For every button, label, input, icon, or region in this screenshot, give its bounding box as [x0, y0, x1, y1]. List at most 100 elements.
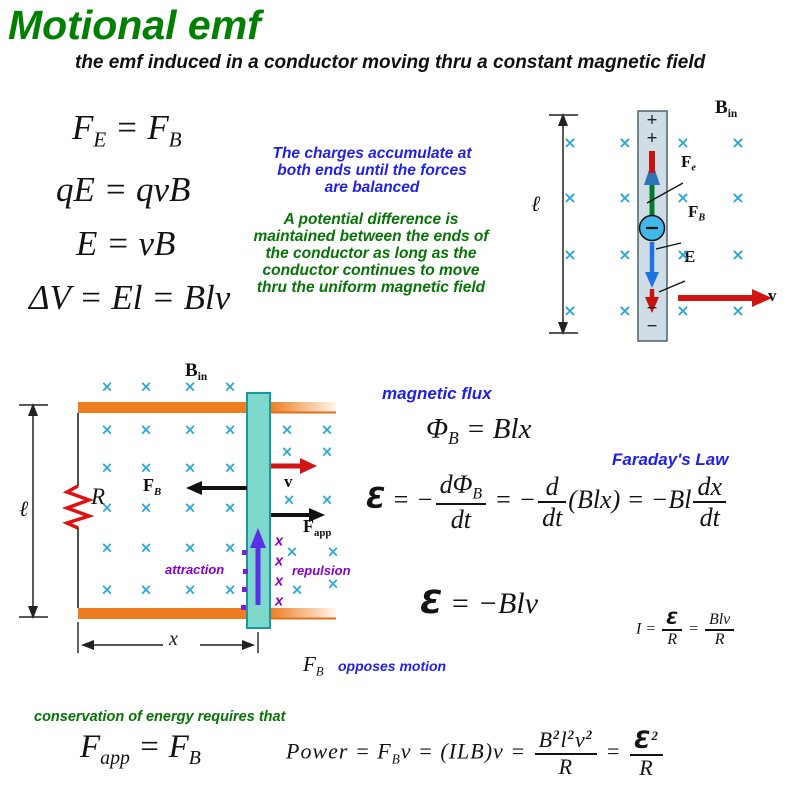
b-field-marker: × — [320, 420, 334, 439]
attraction-charge-dot — [242, 550, 247, 555]
label-resistance: R — [91, 484, 106, 509]
b-field-marker: × — [183, 580, 197, 599]
label-velocity: v — [768, 286, 777, 305]
e-field-arrowhead — [645, 297, 659, 313]
repulsion-charge-marker: x — [274, 572, 284, 590]
b-field-marker: × — [676, 133, 690, 152]
label-pointer-lines — [646, 182, 686, 293]
label-force-magnetic: FB — [143, 475, 162, 498]
plus-sign: + — [646, 128, 658, 149]
b-field-marker: × — [223, 377, 237, 396]
b-field-marker: × — [731, 301, 745, 320]
label-b-in: Bin — [715, 97, 738, 120]
b-field-marker: × — [139, 377, 153, 396]
diagram-rail-circuit: Bin R ℓ FB v Fapp attraction repulsion x… — [15, 360, 450, 695]
attraction-charge-dot — [242, 587, 247, 592]
label-attraction: attraction — [165, 562, 225, 577]
label-force-magnetic: FB — [688, 202, 706, 224]
repulsion-charge-marker: x — [274, 592, 284, 610]
minus-sign: − — [646, 316, 658, 337]
b-field-marker: × — [183, 538, 197, 557]
b-field-marker: × — [326, 542, 340, 561]
repulsion-charge-marker: x — [274, 552, 284, 570]
repulsion-charge-marker: x — [274, 532, 284, 550]
b-field-marker: × — [290, 580, 304, 599]
b-field-marker: × — [618, 188, 632, 207]
equation-fapp-fb: Fapp = FB — [80, 729, 201, 769]
b-field-marker: × — [100, 377, 114, 396]
b-field-marker: × — [100, 458, 114, 477]
b-field-marker: × — [223, 498, 237, 517]
b-field-marker: × — [563, 301, 577, 320]
faradays-law-label: Faraday's Law — [612, 450, 729, 469]
b-field-marker: × — [731, 188, 745, 207]
b-field-marker: × — [223, 420, 237, 439]
b-field-marker: × — [676, 188, 690, 207]
b-field-marker: × — [563, 245, 577, 264]
label-force-electric: Fe — [681, 152, 696, 174]
b-field-marker: × — [100, 498, 114, 517]
b-field-marker: × — [139, 538, 153, 557]
x-dimension — [77, 622, 259, 653]
dim-arrowhead-up — [558, 113, 568, 126]
magnetic-flux-label: magnetic flux — [382, 384, 492, 403]
top-rail — [78, 402, 247, 413]
equation-force-balance: FE = FB — [72, 108, 182, 152]
equation-qe-qvb: qE = qvB — [56, 170, 191, 209]
b-field-marker: × — [100, 420, 114, 439]
diagram-moving-rod: + + − − Bin Fe FB E v ℓ ×××××××××××××××× — [525, 95, 800, 355]
bottom-rail-fade — [270, 608, 336, 619]
b-field-marker: × — [183, 498, 197, 517]
label-e-field: E — [684, 247, 696, 266]
b-field-marker: × — [285, 542, 299, 561]
b-field-marker: × — [139, 580, 153, 599]
b-field-marker: × — [280, 442, 294, 461]
equation-delta-v: ΔV = El = Blv — [29, 278, 231, 317]
b-field-marker: × — [320, 490, 334, 509]
b-field-marker: × — [223, 580, 237, 599]
b-field-marker: × — [183, 458, 197, 477]
page-subtitle: the emf induced in a conductor moving th… — [75, 52, 706, 73]
equation-emf: Ɛ = −Blv — [420, 583, 539, 621]
label-force-applied: Fapp — [303, 516, 332, 539]
b-field-marker: × — [280, 420, 294, 439]
label-x-distance: x — [169, 628, 178, 650]
force-magnetic-arrowhead — [645, 272, 659, 288]
b-field-marker: × — [731, 245, 745, 264]
b-field-marker: × — [618, 301, 632, 320]
opposes-motion-text: opposes motion — [337, 658, 447, 674]
diagram-moving-rod-art — [549, 110, 772, 342]
note-charges-accumulate: The charges accumulate at both ends unti… — [272, 145, 472, 197]
minus-sign: − — [646, 298, 658, 319]
b-field-marker: × — [731, 133, 745, 152]
label-fb: FB — [303, 652, 324, 679]
dim-arrowhead-down — [558, 322, 568, 335]
b-field-marker: × — [563, 188, 577, 207]
e-field-top-segment — [649, 151, 655, 173]
conservation-text: conservation of energy requires that — [34, 709, 286, 725]
b-field-marker: × — [676, 301, 690, 320]
b-field-marker: × — [282, 490, 296, 509]
b-field-marker: × — [183, 420, 197, 439]
b-field-marker: × — [100, 538, 114, 557]
label-length: ℓ — [531, 191, 541, 216]
attraction-charge-dot — [243, 569, 248, 574]
b-field-marker: × — [100, 580, 114, 599]
label-length: ℓ — [19, 496, 29, 521]
attraction-charge-dot — [241, 605, 246, 610]
sliding-bar — [246, 392, 271, 629]
b-field-marker: × — [139, 458, 153, 477]
b-field-marker: × — [320, 442, 334, 461]
b-field-marker: × — [618, 133, 632, 152]
b-field-marker: × — [676, 245, 690, 264]
fb-opposes-motion: FB opposes motion — [303, 652, 446, 679]
page-title: Motional emf — [8, 2, 261, 48]
label-velocity: v — [284, 472, 293, 491]
velocity-arrowhead — [752, 289, 772, 307]
diagram-rail-circuit-art — [19, 392, 336, 653]
equation-flux: ΦB = Blx — [426, 413, 532, 449]
